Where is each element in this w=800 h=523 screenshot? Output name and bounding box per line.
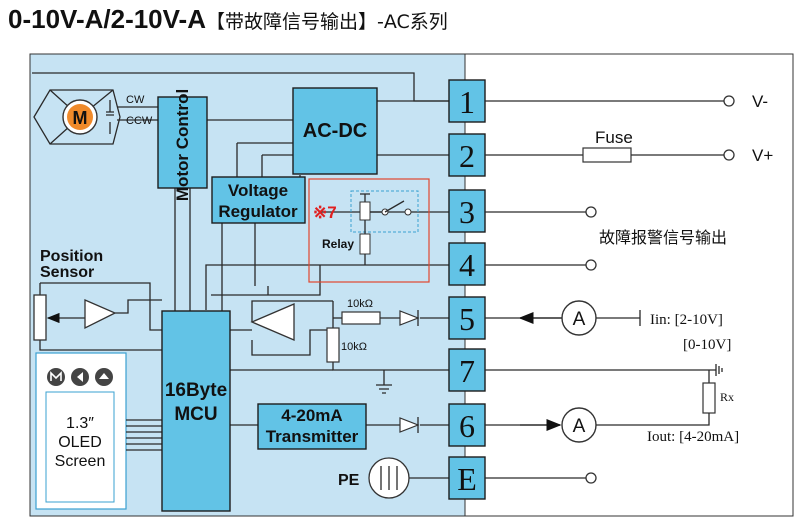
iout-label: Iout: [4-20mA] bbox=[647, 429, 739, 445]
pe-label: PE bbox=[338, 472, 360, 489]
transmitter-line1: 4-20mA bbox=[281, 406, 342, 425]
terminal-6-label: 6 bbox=[459, 408, 475, 444]
ammeter-output: A bbox=[561, 407, 597, 443]
transmitter-line2: Transmitter bbox=[266, 427, 359, 446]
transmitter-block: 4-20mA Transmitter bbox=[257, 403, 367, 450]
cw-label: CW bbox=[126, 94, 145, 106]
motor-control-block: Motor Control bbox=[157, 89, 208, 201]
terminal-5-label: 5 bbox=[459, 301, 475, 337]
terminal-strip: 1 2 3 4 5 7 6 E bbox=[448, 79, 486, 500]
resistor-side bbox=[326, 327, 340, 363]
terminal-1-label: 1 bbox=[459, 84, 475, 120]
diode-output bbox=[399, 417, 420, 433]
resistor-side-label: 10kΩ bbox=[341, 341, 367, 353]
ammeter-input: A bbox=[561, 300, 597, 336]
v-plus-label: V+ bbox=[752, 146, 773, 165]
terminal-4-label: 4 bbox=[459, 247, 475, 283]
external-wires bbox=[485, 95, 735, 484]
ammeter-output-label: A bbox=[573, 416, 586, 437]
oled-buttons bbox=[47, 368, 113, 386]
ac-dc-block: AC-DC bbox=[292, 87, 378, 175]
voltage-regulator-block: Voltage Regulator bbox=[211, 176, 306, 224]
external-panel bbox=[464, 53, 794, 517]
iin-alt-label: [0-10V] bbox=[683, 337, 731, 353]
position-sensor-line2: Sensor bbox=[40, 264, 94, 281]
motor: M CW CCW bbox=[33, 89, 153, 145]
pe-ground: PE bbox=[338, 457, 410, 499]
position-sensor-line1: Position bbox=[40, 248, 103, 265]
mcu-block: 16Byte MCU bbox=[161, 310, 231, 512]
relay-label: Relay bbox=[322, 237, 354, 251]
rx-resistor bbox=[702, 382, 716, 414]
terminal-7-label: 7 bbox=[459, 353, 475, 389]
voltage-regulator-line1: Voltage bbox=[228, 181, 288, 200]
relay-mark: ※7 bbox=[313, 203, 337, 222]
fault-output-label: 故障报警信号输出 bbox=[599, 228, 727, 247]
motor-control-label: Motor Control bbox=[173, 89, 192, 201]
fuse bbox=[582, 147, 632, 163]
v-minus-label: V- bbox=[752, 92, 768, 111]
terminal-6 bbox=[448, 403, 486, 447]
terminal-3-label: 3 bbox=[459, 194, 475, 230]
diode-input bbox=[399, 310, 420, 326]
relay-box bbox=[308, 178, 430, 283]
terminal-2-label: 2 bbox=[459, 138, 475, 174]
oled-line2: OLED bbox=[58, 434, 102, 451]
terminal-4 bbox=[448, 242, 486, 286]
terminal-3 bbox=[448, 189, 486, 233]
oled-line3: Screen bbox=[55, 453, 106, 470]
diagram-title: 0-10V-A/2-10V-A【带故障信号输出】-AC系列 bbox=[8, 4, 448, 35]
title-main: 0-10V-A/2-10V-A bbox=[8, 4, 206, 34]
position-sensor: Position Sensor bbox=[33, 248, 117, 341]
rx-label: Rx bbox=[720, 390, 734, 404]
relay: ※7 Relay bbox=[308, 178, 430, 283]
motor-symbol: M bbox=[73, 108, 88, 128]
fuse-label: Fuse bbox=[595, 128, 633, 147]
ccw-label: CCW bbox=[126, 115, 153, 127]
iin-label: Iin: [2-10V] bbox=[650, 312, 723, 328]
voltage-regulator-line2: Regulator bbox=[218, 202, 298, 221]
input-amplifier: 10kΩ 10kΩ bbox=[250, 298, 392, 394]
ammeter-input-label: A bbox=[573, 309, 586, 330]
mcu-line2: MCU bbox=[174, 404, 217, 425]
mcu-line1: 16Byte bbox=[165, 380, 227, 401]
terminal-e bbox=[448, 456, 486, 500]
resistor-top-label: 10kΩ bbox=[347, 298, 373, 310]
ac-dc-label: AC-DC bbox=[303, 120, 367, 142]
terminal-1 bbox=[448, 79, 486, 123]
oled-screen bbox=[45, 391, 115, 503]
terminal-e-label: E bbox=[457, 461, 477, 497]
terminal-5 bbox=[448, 296, 486, 340]
oled-line1: 1.3″ bbox=[66, 415, 94, 432]
title-sub: 【带故障信号输出】-AC系列 bbox=[205, 11, 448, 33]
resistor-top bbox=[341, 311, 381, 325]
